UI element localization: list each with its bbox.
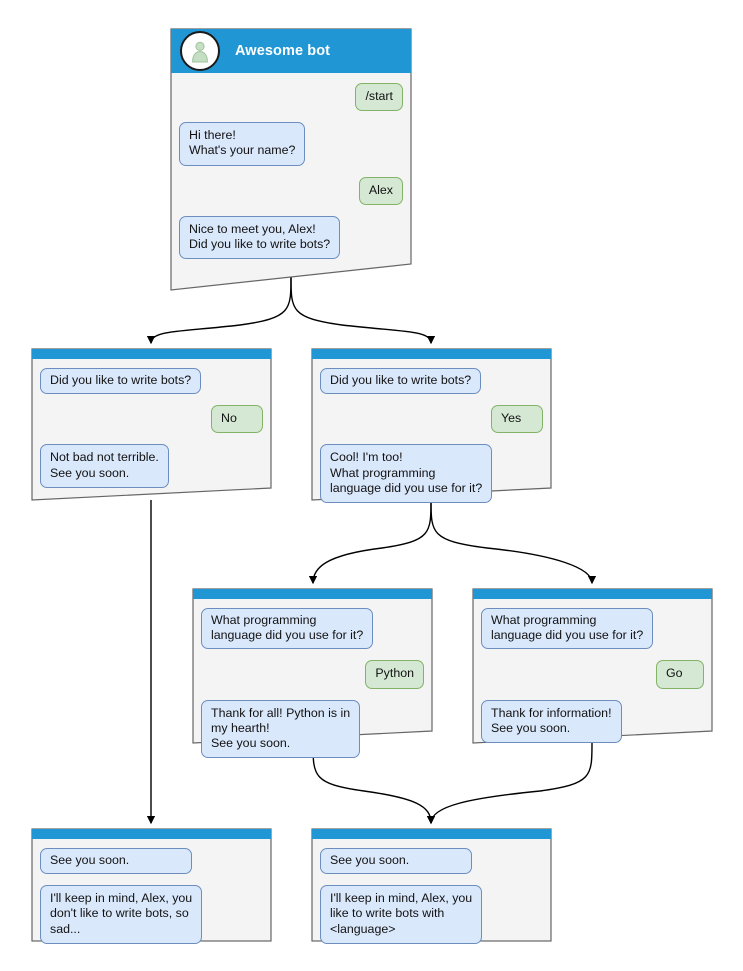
node-python-branch[interactable]: What programming language did you use fo… (192, 588, 433, 759)
message-row: Thank for information! See you soon. (481, 699, 704, 744)
chat-python-branch: What programming language did you use fo… (192, 599, 433, 759)
user-bubble[interactable]: Python (365, 660, 424, 689)
user-bubble[interactable]: Go (656, 660, 704, 689)
chat-end-sad: See you soon. I'll keep in mind, Alex, y… (31, 839, 272, 944)
message-row: Nice to meet you, Alex! Did you like to … (179, 215, 403, 260)
chat-go-branch: What programming language did you use fo… (472, 599, 713, 744)
node-end-sad[interactable]: See you soon. I'll keep in mind, Alex, y… (31, 828, 272, 944)
node-end-happy[interactable]: See you soon. I'll keep in mind, Alex, y… (311, 828, 552, 944)
message-row: Go (481, 660, 704, 689)
person-icon (180, 31, 220, 71)
user-bubble[interactable]: /start (355, 83, 403, 112)
node-no-branch[interactable]: Did you like to write bots? No Not bad n… (31, 348, 272, 501)
bot-bubble[interactable]: Did you like to write bots? (40, 368, 202, 395)
bot-bubble[interactable]: See you soon. (320, 848, 472, 875)
user-bubble[interactable]: Yes (491, 405, 543, 434)
node-header-bar (192, 588, 433, 599)
message-row: Thank for all! Python is in my hearth! S… (201, 699, 424, 759)
bot-bubble[interactable]: Nice to meet you, Alex! Did you like to … (179, 215, 341, 260)
node-no-branch-content: Did you like to write bots? No Not bad n… (31, 348, 272, 499)
bot-bubble[interactable]: What programming language did you use fo… (481, 608, 654, 650)
message-row: Did you like to write bots? (320, 368, 543, 395)
chat-no-branch: Did you like to write bots? No Not bad n… (31, 359, 272, 488)
node-header-bar (311, 828, 552, 839)
message-row: What programming language did you use fo… (201, 608, 424, 650)
chat-root: /start Hi there! What's your name? Alex … (170, 74, 412, 260)
message-row: Python (201, 660, 424, 689)
message-row: Alex (179, 176, 403, 205)
message-row: I'll keep in mind, Alex, you like to wri… (320, 885, 543, 944)
bot-header: Awesome bot (170, 28, 412, 74)
message-row: Hi there! What's your name? (179, 122, 403, 166)
message-row: No (40, 405, 263, 434)
chat-yes-branch: Did you like to write bots? Yes Cool! I'… (311, 359, 552, 504)
bot-bubble[interactable]: What programming language did you use fo… (201, 608, 374, 650)
message-row: See you soon. (320, 848, 543, 875)
node-yes-branch-content: Did you like to write bots? Yes Cool! I'… (311, 348, 552, 514)
node-go-branch-content: What programming language did you use fo… (472, 588, 713, 754)
chat-end-happy: See you soon. I'll keep in mind, Alex, y… (311, 839, 552, 944)
user-bubble[interactable]: Alex (358, 176, 403, 205)
bot-bubble[interactable]: Hi there! What's your name? (179, 122, 306, 166)
edge-go-to-end-happy (426, 742, 593, 825)
node-root-content: Awesome bot /start Hi there! What's your… (170, 28, 412, 270)
bot-name-label: Awesome bot (235, 43, 331, 59)
message-row: Cool! I'm too! What programming language… (320, 444, 543, 504)
node-go-branch[interactable]: What programming language did you use fo… (472, 588, 713, 744)
user-bubble[interactable]: No (211, 405, 263, 434)
bot-bubble[interactable]: Did you like to write bots? (320, 368, 482, 395)
message-row: /start (179, 83, 403, 112)
node-header-bar (472, 588, 713, 599)
message-row: What programming language did you use fo… (481, 608, 704, 650)
message-row: Did you like to write bots? (40, 368, 263, 395)
person-glyph (192, 41, 208, 63)
bot-bubble[interactable]: Cool! I'm too! What programming language… (320, 444, 493, 504)
bot-bubble[interactable]: Not bad not terrible. See you soon. (40, 444, 169, 488)
node-end-happy-content: See you soon. I'll keep in mind, Alex, y… (311, 828, 552, 955)
bot-bubble[interactable]: See you soon. (40, 848, 192, 875)
bot-bubble[interactable]: I'll keep in mind, Alex, you don't like … (40, 885, 203, 944)
bot-bubble[interactable]: Thank for information! See you soon. (481, 699, 622, 744)
node-python-branch-content: What programming language did you use fo… (192, 588, 433, 769)
node-header-bar (31, 828, 272, 839)
node-header-bar (311, 348, 552, 359)
node-root[interactable]: Awesome bot /start Hi there! What's your… (170, 28, 412, 292)
message-row: I'll keep in mind, Alex, you don't like … (40, 885, 263, 944)
node-header-bar (31, 348, 272, 359)
message-row: Not bad not terrible. See you soon. (40, 444, 263, 488)
node-yes-branch[interactable]: Did you like to write bots? Yes Cool! I'… (311, 348, 552, 504)
bot-bubble[interactable]: I'll keep in mind, Alex, you like to wri… (320, 885, 483, 944)
bot-bubble[interactable]: Thank for all! Python is in my hearth! S… (201, 699, 361, 759)
message-row: Yes (320, 405, 543, 434)
message-row: See you soon. (40, 848, 263, 875)
node-end-sad-content: See you soon. I'll keep in mind, Alex, y… (31, 828, 272, 955)
